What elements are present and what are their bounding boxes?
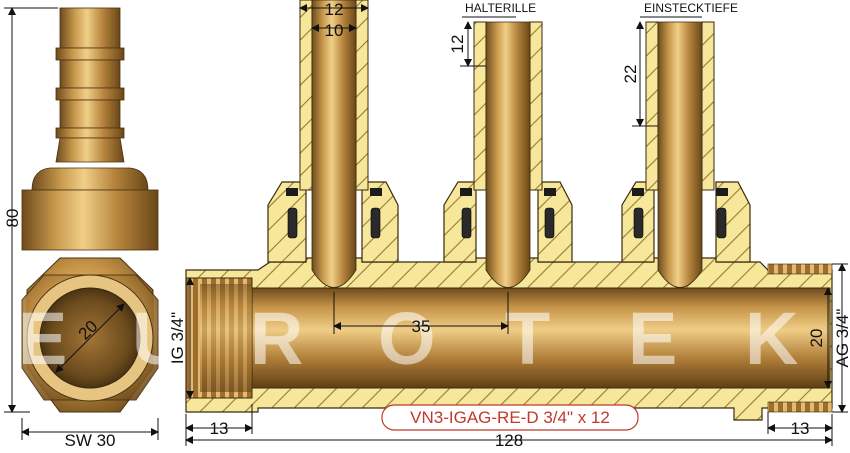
watermark-letter: K	[745, 297, 800, 380]
dim-spanner-width: SW 30	[64, 431, 115, 448]
dim-outer-thread: AG 3/4"	[833, 309, 850, 368]
dim-pipe-inner: 10	[325, 21, 344, 40]
dim-thread-len-left: 13	[210, 419, 229, 438]
watermark-letter: E	[628, 297, 679, 380]
dim-inner-thread: IG 3/4"	[168, 312, 187, 364]
dim-thread-len-right: 13	[791, 419, 810, 438]
watermark-letter: O	[378, 297, 438, 380]
dimension-lines	[4, 4, 848, 446]
watermark-letter: E	[18, 297, 69, 380]
watermark-letter: R	[250, 297, 305, 380]
dim-outlet-spacing: 35	[412, 317, 431, 336]
label-halterille: HALTERILLE	[465, 1, 536, 15]
dim-halterille-height: 12	[448, 35, 467, 54]
watermark-letter: U	[132, 297, 187, 380]
dim-total-length: 128	[495, 431, 523, 448]
model-label: VN3-IGAG-RE-D 3/4" x 12	[410, 408, 610, 427]
section-view	[185, 0, 833, 421]
dim-bore-right: 20	[807, 329, 826, 348]
label-einstecktiefe: EINSTECKTIEFE	[644, 1, 738, 15]
watermark-letter: T	[505, 297, 552, 380]
model-label-box	[381, 404, 639, 431]
dim-pipe-outer: 12	[325, 0, 344, 19]
dim-height-total: 80	[3, 209, 22, 228]
dim-einstecktiefe: 22	[621, 65, 640, 84]
